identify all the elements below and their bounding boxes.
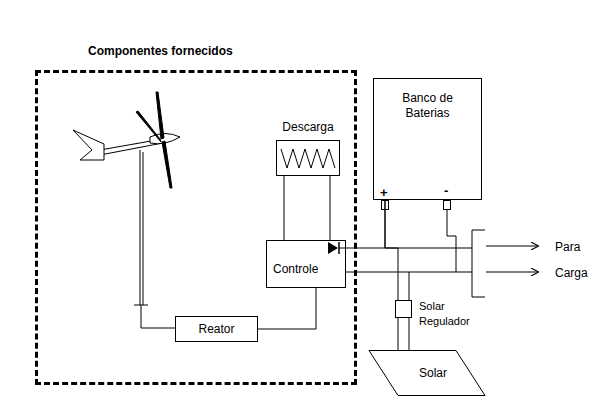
panel-shape: [369, 351, 485, 396]
load-label: Carga: [555, 266, 588, 281]
region-heading: Componentes fornecidos: [88, 44, 233, 59]
solar-panel: Solar: [368, 350, 486, 396]
wire-segment: [398, 318, 399, 350]
wind-turbine: [73, 92, 180, 305]
resistor-symbol: [277, 141, 339, 175]
wire-segment: [258, 288, 316, 329]
regulator-box: [395, 300, 412, 318]
box-label: Banco de Baterias: [388, 91, 467, 121]
wire-connector: [385, 200, 409, 300]
solar-regulator: Solar Regulador: [395, 300, 487, 332]
terminal-sign: +: [380, 185, 388, 200]
controller-box: Controle: [266, 240, 346, 288]
diode-symbol: [328, 242, 346, 254]
wire-segment: [346, 200, 385, 248]
wire-segment: [330, 176, 331, 240]
load-label: Para: [555, 240, 580, 255]
panel-label: Solar: [419, 366, 447, 381]
wire-connector: [258, 288, 316, 329]
terminal-sign: -: [444, 183, 448, 198]
box-label: Controle: [273, 262, 318, 277]
battery-bank-box: Banco de Baterias: [373, 78, 482, 200]
resistor-zigzag: [281, 149, 335, 168]
battery-terminals: [382, 201, 451, 210]
wire-segment: [409, 318, 410, 350]
wire-connector: [284, 176, 330, 240]
dashed-frame: [35, 70, 357, 385]
reactor-box: Reator: [175, 316, 258, 342]
resistor-box: [276, 140, 340, 176]
wire-segment: [284, 176, 285, 240]
load-bracket: [472, 230, 538, 297]
regulator-label: Solar Regulador: [419, 299, 485, 329]
wire-connector: [346, 200, 385, 248]
wire-connector: [398, 318, 409, 350]
dump-load-label: Descarga: [270, 120, 346, 135]
box-label: Reator: [198, 322, 234, 337]
dump-load: Descarga: [270, 120, 346, 176]
wire-segment: [409, 272, 410, 300]
supplied-components-region: Componentes fornecidosDescargaControleRe…: [35, 44, 357, 385]
wire-segment: [385, 200, 398, 300]
